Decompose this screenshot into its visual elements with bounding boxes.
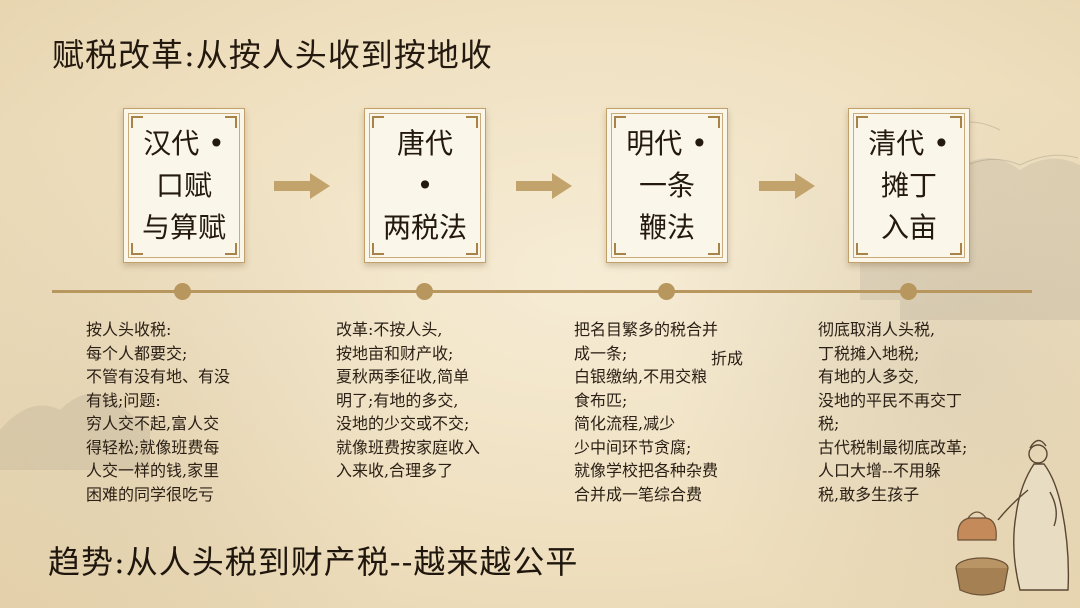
description-line: 简化流程,减少 — [574, 414, 676, 433]
stage-label-line: 摊丁 — [880, 169, 937, 202]
stage-label-line: 唐代 — [396, 127, 453, 160]
stage-label-line: 入亩 — [880, 211, 937, 244]
description-line: 按地亩和财产收; — [336, 343, 454, 363]
description-line: 按人头收税: — [86, 320, 172, 339]
stage-label-line: 汉代 • — [143, 127, 225, 160]
frame-corner — [950, 116, 962, 128]
description-line: 每个人都要交; — [86, 343, 188, 363]
stage-han: 汉代 • 口赋 与算赋 — [123, 108, 245, 263]
description-line: 税,敢多生孩子 — [818, 484, 920, 504]
timeline-dot — [900, 283, 917, 300]
description-line: 人交一样的钱,家里 — [86, 461, 220, 480]
stage-ming: 明代 • 一条 鞭法 — [606, 108, 728, 263]
description-line: 不管有没有地、有没 — [86, 367, 231, 386]
timeline-dot — [658, 283, 675, 300]
description-line: 夏秋两季征收,简单 — [336, 367, 470, 386]
right-arrow-icon — [759, 173, 815, 199]
description-line: 有地的人多交, — [818, 367, 920, 386]
description-line: 食布匹; — [574, 390, 628, 410]
description-line: 彻底取消人头税, — [818, 320, 936, 339]
right-arrow-icon — [516, 173, 572, 199]
stage-description-qing: 彻底取消人头税, 丁税摊入地税; 有地的人多交, 没地的平民不再交丁 税; 古代… — [818, 318, 967, 506]
scholar-illustration — [955, 439, 1070, 596]
description-line: 税; — [818, 414, 840, 433]
stage-label-line: • — [416, 169, 434, 202]
stage-description-han: 按人头收税: 每个人都要交; 不管有没有地、有没 有钱;问题: 穷人交不起,富人… — [86, 318, 230, 506]
timeline-line — [52, 290, 1032, 293]
stage-label-line: 两税法 — [382, 211, 467, 244]
description-line: 入来收,合理多了 — [336, 461, 454, 480]
stage-label-line: 口赋 — [155, 169, 212, 202]
frame-corner — [708, 116, 720, 128]
description-line: 困难的同学很吃亏 — [86, 484, 215, 504]
description-line: 成一条; — [574, 343, 628, 363]
description-line: 古代税制最彻底改革; — [818, 437, 968, 457]
description-line: 就像学校把各种杂费 — [574, 461, 719, 480]
stage-label-line: 鞭法 — [638, 211, 695, 244]
frame-corner — [466, 243, 478, 255]
stage-description-tang: 改革:不按人头, 按地亩和财产收; 夏秋两季征收,简单 明了;有地的多交, 没地… — [336, 318, 480, 483]
frame-corner — [950, 243, 962, 255]
frame-corner — [856, 243, 868, 255]
description-line: 少中间环节贪腐; — [574, 437, 692, 457]
description-line: 人口大增--不用躲 — [818, 461, 941, 480]
description-line: 得轻松;就像班费每 — [86, 437, 220, 457]
description-line: 明了;有地的多交, — [336, 390, 459, 410]
timeline-dot — [416, 283, 433, 300]
description-line: 就像班费按家庭收入 — [336, 437, 481, 457]
frame-corner — [466, 116, 478, 128]
description-line: 丁税摊入地税; — [818, 343, 920, 363]
stage-label: 汉代 • 口赋 与算赋 — [124, 123, 244, 249]
stage-label-line: 清代 • — [868, 127, 950, 160]
stage-label-line: 明代 • — [626, 127, 708, 160]
stage-qing: 清代 • 摊丁 入亩 — [848, 108, 970, 263]
frame-corner — [372, 243, 384, 255]
description-line: 穷人交不起,富人交 — [86, 414, 220, 433]
stage-label: 清代 • 摊丁 入亩 — [849, 123, 969, 249]
stage-label-line: 与算赋 — [141, 211, 226, 244]
description-line: 把名目繁多的税合并 — [574, 320, 719, 339]
frame-corner — [708, 243, 720, 255]
frame-corner — [372, 116, 384, 128]
slide-title: 赋税改革:从按人头收到按地收 — [52, 36, 493, 74]
stage-label: 唐代 • 两税法 — [365, 123, 485, 249]
frame-corner — [225, 243, 237, 255]
description-line: 有钱;问题: — [86, 390, 161, 410]
description-line: 白银缴纳,不用交粮 — [574, 367, 708, 386]
stage-label: 明代 • 一条 鞭法 — [607, 123, 727, 249]
stage-description-note: 折成 — [711, 349, 744, 368]
description-line: 合并成一笔综合费 — [574, 484, 703, 504]
right-arrow-icon — [274, 173, 330, 199]
description-line: 没地的少交或不交; — [336, 414, 470, 433]
frame-corner — [131, 243, 143, 255]
frame-corner — [614, 243, 626, 255]
description-line: 没地的平民不再交丁 — [818, 390, 963, 410]
stage-label-line: 一条 — [638, 169, 695, 202]
stage-description-ming: 把名目繁多的税合并 成一条; 白银缴纳,不用交粮 食布匹; 简化流程,减少 少中… — [574, 318, 718, 506]
stage-tang: 唐代 • 两税法 — [364, 108, 486, 263]
description-line: 改革:不按人头, — [336, 320, 443, 339]
frame-corner — [131, 116, 143, 128]
frame-corner — [856, 116, 868, 128]
frame-corner — [614, 116, 626, 128]
trend-summary: 趋势:从人头税到财产税--越来越公平 — [48, 543, 579, 581]
timeline-dot — [174, 283, 191, 300]
frame-corner — [225, 116, 237, 128]
